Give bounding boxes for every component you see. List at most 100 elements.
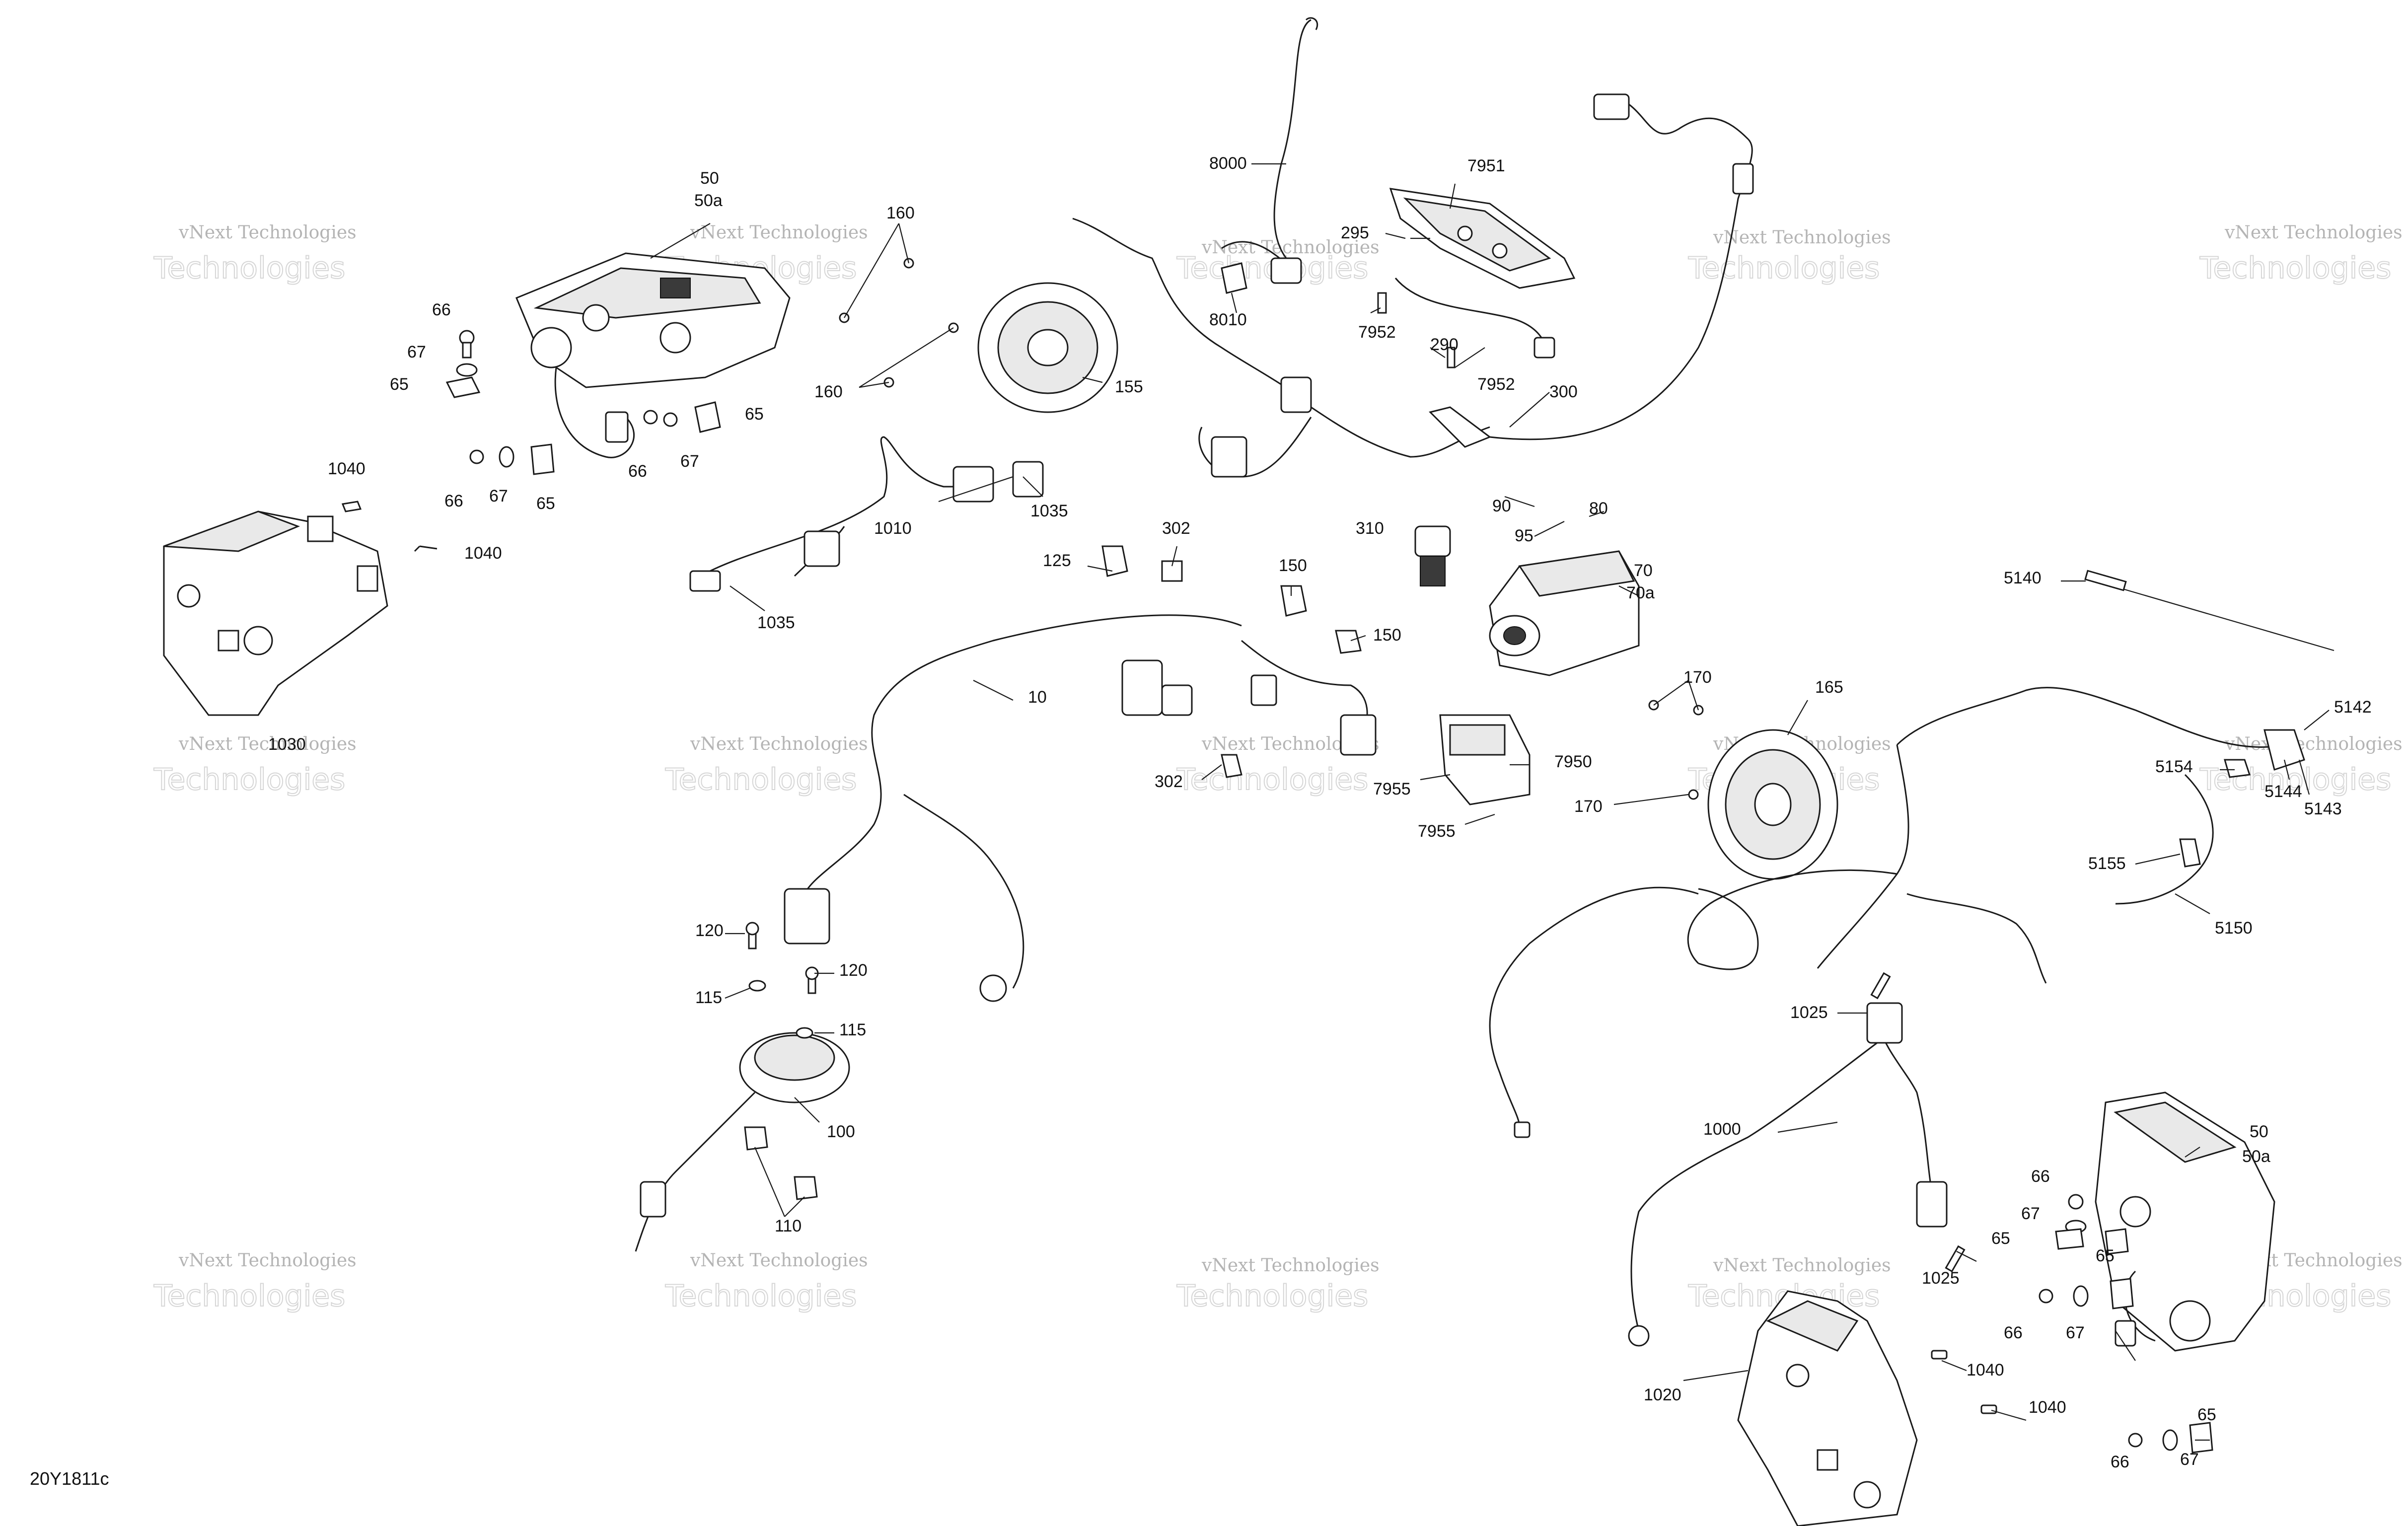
svg-text:Technologies: Technologies bbox=[665, 1279, 857, 1313]
callout-120: 120 bbox=[839, 961, 868, 980]
svg-text:vNext Technologies: vNext Technologies bbox=[178, 734, 357, 754]
callout-50a: 50a bbox=[694, 191, 723, 210]
callout-65: 65 bbox=[2096, 1246, 2115, 1265]
callout-66: 66 bbox=[2111, 1453, 2129, 1471]
callout-310: 310 bbox=[1356, 519, 1384, 538]
callout-1040: 1040 bbox=[464, 544, 502, 563]
antenna bbox=[2084, 570, 2335, 652]
svg-text:vNext Technologies: vNext Technologies bbox=[2224, 734, 2403, 754]
callout-67: 67 bbox=[680, 452, 699, 471]
callout-1040: 1040 bbox=[2029, 1398, 2066, 1417]
callout-300: 300 bbox=[1549, 382, 1578, 401]
callout-70: 70 bbox=[1634, 561, 1653, 580]
callout-67: 67 bbox=[2066, 1323, 2085, 1342]
callout-labels: 50 50a 66 67 65 65 66 67 65 66 67 1040 1… bbox=[268, 154, 2372, 1471]
callout-295: 295 bbox=[1341, 223, 1369, 242]
control-module bbox=[1489, 550, 1640, 676]
svg-text:vNext Technologies: vNext Technologies bbox=[1201, 1255, 1380, 1276]
svg-text:Technologies: Technologies bbox=[153, 762, 345, 797]
callout-120: 120 bbox=[695, 921, 724, 940]
callout-302: 302 bbox=[1162, 519, 1190, 538]
callout-90: 90 bbox=[1492, 497, 1511, 515]
headlight-left bbox=[515, 252, 791, 458]
speaker-left bbox=[839, 258, 1118, 413]
main-harness bbox=[784, 545, 1377, 1002]
svg-text:vNext Technologies: vNext Technologies bbox=[178, 1250, 357, 1271]
callout-1040: 1040 bbox=[1967, 1361, 2004, 1380]
svg-text:vNext Technologies: vNext Technologies bbox=[1713, 227, 1891, 248]
callout-50a: 50a bbox=[2242, 1147, 2270, 1166]
svg-text:Technologies: Technologies bbox=[153, 1279, 345, 1313]
callout-1035: 1035 bbox=[757, 613, 795, 632]
light-bar bbox=[1377, 188, 1576, 368]
svg-text:vNext Technologies: vNext Technologies bbox=[2224, 222, 2403, 243]
horn bbox=[635, 922, 850, 1252]
headlight-right bbox=[2095, 1091, 2275, 1352]
svg-text:vNext Technologies: vNext Technologies bbox=[690, 1250, 868, 1271]
callout-50: 50 bbox=[2250, 1122, 2268, 1141]
callout-150: 150 bbox=[1279, 556, 1307, 575]
callout-7951: 7951 bbox=[1467, 156, 1505, 175]
callout-1040: 1040 bbox=[328, 459, 365, 478]
svg-text:vNext Technologies: vNext Technologies bbox=[690, 734, 868, 754]
callout-70a: 70a bbox=[1626, 583, 1655, 602]
callout-66: 66 bbox=[628, 462, 647, 481]
svg-text:vNext Technologies: vNext Technologies bbox=[690, 222, 868, 243]
callout-65: 65 bbox=[536, 494, 555, 513]
callout-65: 65 bbox=[390, 375, 409, 394]
callout-170: 170 bbox=[1574, 797, 1603, 816]
callout-7952: 7952 bbox=[1477, 375, 1515, 394]
callout-7955: 7955 bbox=[1373, 780, 1411, 799]
callout-115: 115 bbox=[839, 1020, 866, 1039]
fastener-set-left bbox=[341, 330, 721, 552]
harness-top-center bbox=[1072, 93, 1754, 478]
callout-65: 65 bbox=[2197, 1405, 2216, 1424]
callout-66: 66 bbox=[444, 492, 463, 510]
callout-155: 155 bbox=[1115, 377, 1143, 396]
callout-125: 125 bbox=[1043, 551, 1071, 570]
relay-box bbox=[1439, 714, 1531, 805]
callout-67: 67 bbox=[2021, 1204, 2040, 1223]
callout-5155: 5155 bbox=[2088, 854, 2126, 873]
callout-65: 65 bbox=[1991, 1229, 2010, 1248]
callout-1025: 1025 bbox=[1790, 1003, 1828, 1022]
svg-text:Technologies: Technologies bbox=[1176, 1279, 1368, 1313]
callout-5144: 5144 bbox=[2264, 782, 2302, 801]
callout-100: 100 bbox=[827, 1122, 855, 1141]
callout-115: 115 bbox=[695, 988, 722, 1007]
callout-66: 66 bbox=[2031, 1167, 2050, 1186]
callout-150: 150 bbox=[1373, 626, 1401, 645]
callout-95: 95 bbox=[1515, 526, 1533, 545]
callout-5154: 5154 bbox=[2155, 757, 2193, 776]
svg-text:Technologies: Technologies bbox=[1176, 762, 1368, 797]
harness-5150 bbox=[1687, 687, 2305, 984]
callout-67: 67 bbox=[2180, 1450, 2199, 1469]
power-outlet bbox=[1414, 525, 1451, 586]
callout-10: 10 bbox=[1028, 688, 1047, 707]
harness-8000 bbox=[1221, 17, 1318, 294]
callout-110: 110 bbox=[775, 1217, 802, 1235]
svg-text:Technologies: Technologies bbox=[665, 762, 857, 797]
callout-170: 170 bbox=[1683, 668, 1712, 687]
svg-text:Technologies: Technologies bbox=[1688, 251, 1880, 286]
speaker-right bbox=[1648, 700, 1838, 880]
cover-right bbox=[1737, 1290, 1918, 1526]
svg-text:vNext Technologies: vNext Technologies bbox=[1713, 1255, 1891, 1276]
callout-1010: 1010 bbox=[874, 519, 912, 538]
callout-5143: 5143 bbox=[2304, 799, 2342, 818]
callout-302: 302 bbox=[1155, 772, 1183, 791]
cover-left bbox=[163, 510, 388, 716]
svg-text:vNext Technologies: vNext Technologies bbox=[178, 222, 357, 243]
callout-67: 67 bbox=[489, 487, 508, 506]
callout-67: 67 bbox=[407, 343, 426, 362]
callout-1025: 1025 bbox=[1922, 1269, 1960, 1288]
callout-1035: 1035 bbox=[1030, 502, 1068, 520]
